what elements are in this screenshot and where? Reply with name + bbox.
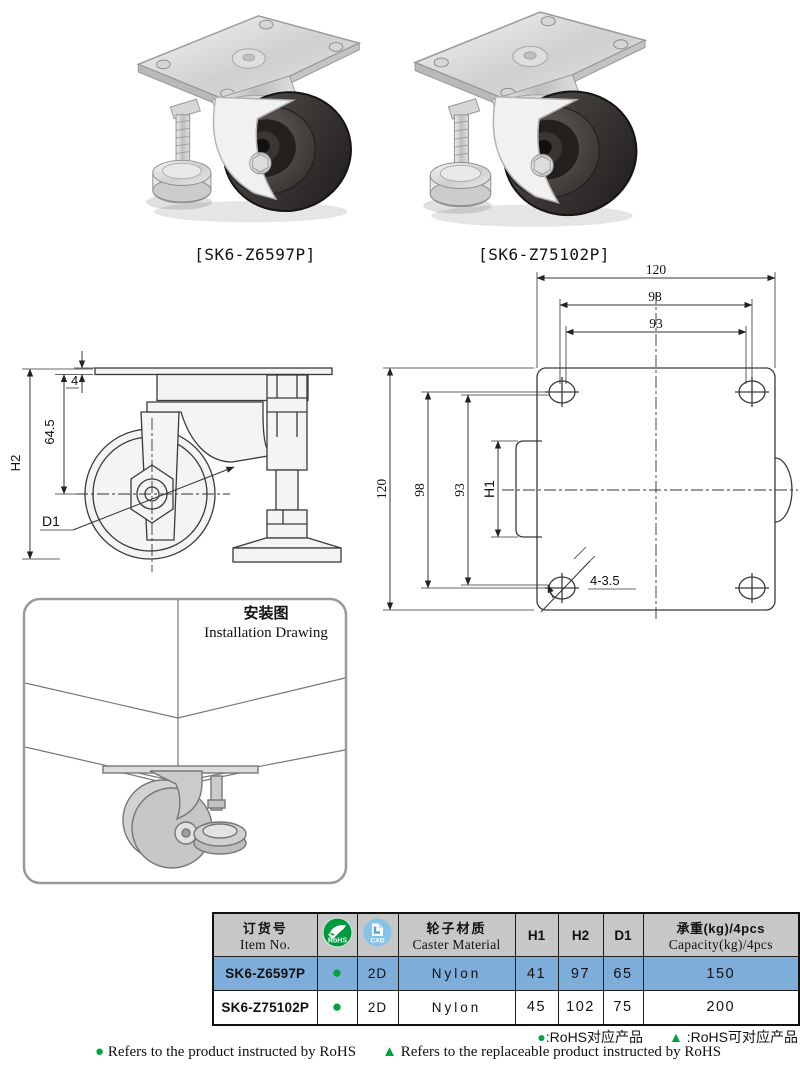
table-row: SK6-Z6597P ● 2D Nylon 41 97 65 150: [212, 956, 800, 991]
header-material: 轮子材质 Caster Material: [397, 912, 516, 957]
header-cad: CAD: [356, 912, 399, 957]
table-header-row: 订货号 Item No. RoHS: [212, 912, 800, 957]
cell-material: Nylon: [397, 956, 516, 991]
svg-text:98: 98: [412, 483, 427, 497]
cell-cad: 2D: [356, 990, 399, 1025]
svg-text:93: 93: [649, 316, 663, 331]
cell-material: Nylon: [397, 990, 516, 1025]
header-capacity-zh: 承重(kg)/4pcs: [676, 920, 766, 936]
header-capacity: 承重(kg)/4pcs Capacity(kg)/4pcs: [642, 912, 800, 957]
rohs-dot-icon: ●: [331, 996, 343, 1016]
dim-d1: D1: [40, 466, 235, 531]
side-foot: [232, 374, 342, 563]
rohs-legend-zh: ●:RoHS对应产品 ▲ :RoHS可对应产品: [400, 1027, 798, 1047]
top-wheel: [515, 440, 542, 538]
legend-triangle-icon: ▲: [669, 1029, 683, 1045]
dim-left-93: 93: [452, 394, 550, 586]
product-photo-1: [115, 6, 367, 239]
dim-h2: H2: [8, 368, 93, 560]
dim-top-120: 120: [536, 262, 776, 368]
legend-dot-text-en: Refers to the product instructed by RoHS: [107, 1044, 357, 1060]
dim-h1: H1: [481, 440, 518, 538]
dim-plate-thickness: 4: [66, 351, 95, 393]
legend-dot-icon: ●: [95, 1044, 105, 1060]
svg-text:64.5: 64.5: [42, 419, 57, 444]
legend-dot-text-zh: :RoHS对应产品: [545, 1029, 644, 1045]
dim-64-5: 64.5: [42, 374, 93, 495]
cell-item-no: SK6-Z75102P: [212, 990, 318, 1025]
header-d1: D1: [602, 912, 644, 957]
svg-text:D1: D1: [42, 513, 60, 529]
rohs-icon: RoHS: [322, 917, 352, 948]
side-view-drawing: H2 64.5 4 D1: [8, 351, 342, 572]
header-item-zh: 订货号: [242, 920, 288, 936]
svg-text:120: 120: [375, 479, 389, 500]
cell-h1: 45: [514, 990, 559, 1025]
svg-text:120: 120: [646, 262, 667, 277]
svg-text:93: 93: [452, 483, 467, 497]
dim-top-98: 98: [559, 289, 753, 384]
header-material-en: Caster Material: [412, 936, 501, 952]
cell-item-no: SK6-Z6597P: [212, 956, 318, 991]
legend-dot-icon: ●: [537, 1029, 546, 1045]
header-material-zh: 轮子材质: [426, 920, 487, 936]
header-capacity-en: Capacity(kg)/4pcs: [668, 936, 773, 952]
svg-text:98: 98: [648, 289, 662, 304]
legend-triangle-icon: ▲: [382, 1044, 397, 1060]
svg-text:H1: H1: [481, 480, 497, 498]
product-photo-2: [388, 2, 656, 244]
side-bracket: [146, 401, 269, 463]
cell-d1: 65: [602, 956, 644, 991]
cell-h2: 102: [557, 990, 604, 1025]
cell-d1: 75: [602, 990, 644, 1025]
dim-left-120: 120: [375, 367, 534, 611]
table-row: SK6-Z75102P ● 2D Nylon 45 102 75 200: [212, 990, 800, 1025]
installed-caster: [102, 765, 259, 869]
cell-h2: 97: [557, 956, 604, 991]
cad-icon: CAD: [363, 918, 392, 947]
header-item-en: Item No.: [240, 936, 291, 952]
cell-rohs: ●: [316, 990, 358, 1025]
cell-h1: 41: [514, 956, 559, 991]
rohs-dot-icon: ●: [331, 963, 343, 982]
rohs-legend-en: ● Refers to the product instructed by Ro…: [95, 1044, 800, 1061]
cell-capacity: 150: [642, 956, 800, 991]
side-plate: [94, 367, 333, 376]
installation-drawing: 安装图 Installation Drawing: [22, 597, 348, 885]
installation-title-zh: 安装图: [243, 604, 288, 622]
cell-capacity: 200: [642, 990, 800, 1025]
spec-table: 订货号 Item No. RoHS: [212, 912, 800, 1026]
top-view-drawing: 120 98 93 120 98: [375, 262, 798, 622]
svg-text:4: 4: [71, 373, 78, 388]
dim-left-98: 98: [412, 391, 546, 589]
dim-hole-spec: 4-3.5: [540, 546, 636, 613]
installation-title-en: Installation Drawing: [204, 625, 328, 641]
header-item-no: 订货号 Item No.: [212, 912, 318, 957]
product-label-1: [SK6-Z6597P]: [194, 245, 316, 264]
cell-cad: 2D: [356, 956, 399, 991]
installation-box: [22, 597, 348, 885]
mounting-holes: [545, 377, 769, 603]
header-rohs: RoHS: [316, 912, 358, 957]
svg-text:H2: H2: [8, 455, 23, 472]
svg-text:4-3.5: 4-3.5: [590, 573, 620, 588]
svg-text:CAD: CAD: [370, 938, 384, 945]
legend-tri-text-en: Refers to the replaceable product instru…: [400, 1044, 722, 1060]
header-h2: H2: [557, 912, 604, 957]
dim-top-93: 93: [565, 316, 747, 384]
svg-text:RoHS: RoHS: [327, 938, 346, 945]
legend-tri-text-zh: :RoHS可对应产品: [686, 1029, 798, 1045]
cell-rohs: ●: [316, 956, 358, 991]
product-label-2: [SK6-Z75102P]: [478, 245, 610, 264]
header-h1: H1: [514, 912, 559, 957]
